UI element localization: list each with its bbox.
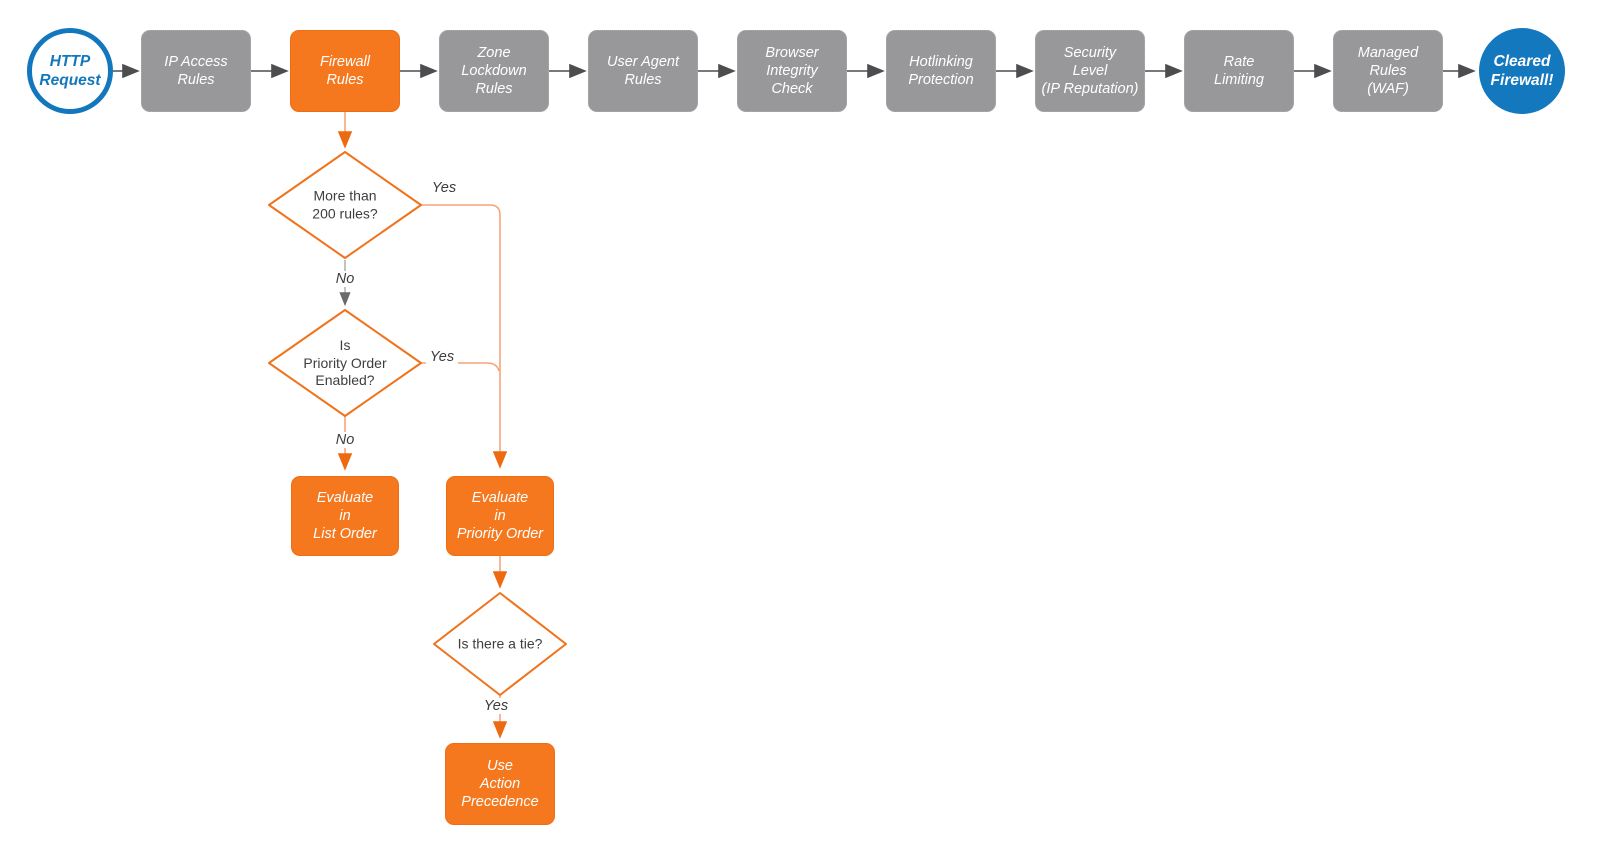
decision-is-there-a-tie-label: Is there a tie?	[457, 635, 543, 652]
stage-hotlinking-protection: Hotlinking Protection	[886, 30, 996, 112]
action-evaluate-list-order: Evaluate in List Order	[291, 476, 399, 556]
stage-label: User Agent Rules	[607, 54, 679, 88]
stage-label: Security Level (IP Reputation)	[1041, 45, 1139, 97]
decision-more-than-200-rules-label: More than 200 rules?	[312, 187, 378, 222]
decision-more-than-200-rules-shape	[268, 151, 422, 259]
action-label: Evaluate in Priority Order	[456, 490, 544, 542]
stage-label: Firewall Rules	[320, 54, 370, 88]
start-node-label: HTTP Request	[39, 53, 101, 89]
stage-user-agent-rules: User Agent Rules	[588, 30, 698, 112]
stage-label: Hotlinking Protection	[908, 54, 974, 88]
connector-yes-priority-enabled-join	[421, 362, 500, 372]
stage-label: Browser Integrity Check	[765, 45, 819, 97]
action-evaluate-priority-order: Evaluate in Priority Order	[446, 476, 554, 556]
edge-label-no-200-rules: No	[331, 271, 359, 287]
stage-label: Zone Lockdown Rules	[461, 45, 527, 97]
stage-managed-rules-waf: Managed Rules (WAF)	[1333, 30, 1443, 112]
connector-yes-200-rules-to-priority-order	[421, 204, 508, 469]
stage-label: Rate Limiting	[1214, 54, 1264, 88]
stage-ip-access-rules: IP Access Rules	[141, 30, 251, 112]
action-label: Evaluate in List Order	[313, 490, 377, 542]
decision-is-there-a-tie-shape	[433, 592, 567, 696]
action-use-action-precedence: Use Action Precedence	[445, 743, 555, 825]
stage-security-level: Security Level (IP Reputation)	[1035, 30, 1145, 112]
edge-label-yes-priority-enabled: Yes	[425, 349, 459, 365]
end-node-cleared-firewall: Cleared Firewall!	[1479, 28, 1565, 114]
stage-label: Managed Rules (WAF)	[1357, 45, 1419, 97]
decision-priority-order-enabled-shape	[268, 309, 422, 417]
edge-label-no-priority-enabled: No	[331, 432, 359, 448]
stage-label: IP Access Rules	[164, 54, 228, 88]
stage-rate-limiting: Rate Limiting	[1184, 30, 1294, 112]
decision-priority-order-enabled-label: Is Priority Order Enabled?	[303, 336, 387, 388]
stage-firewall-rules: Firewall Rules	[290, 30, 400, 112]
edge-label-yes-tie: Yes	[479, 698, 513, 714]
stage-browser-integrity-check: Browser Integrity Check	[737, 30, 847, 112]
stage-zone-lockdown-rules: Zone Lockdown Rules	[439, 30, 549, 112]
end-node-label: Cleared Firewall!	[1490, 53, 1554, 89]
start-node-http-request: HTTP Request	[27, 28, 113, 114]
edge-label-yes-200-rules: Yes	[431, 180, 457, 196]
action-label: Use Action Precedence	[461, 758, 539, 810]
